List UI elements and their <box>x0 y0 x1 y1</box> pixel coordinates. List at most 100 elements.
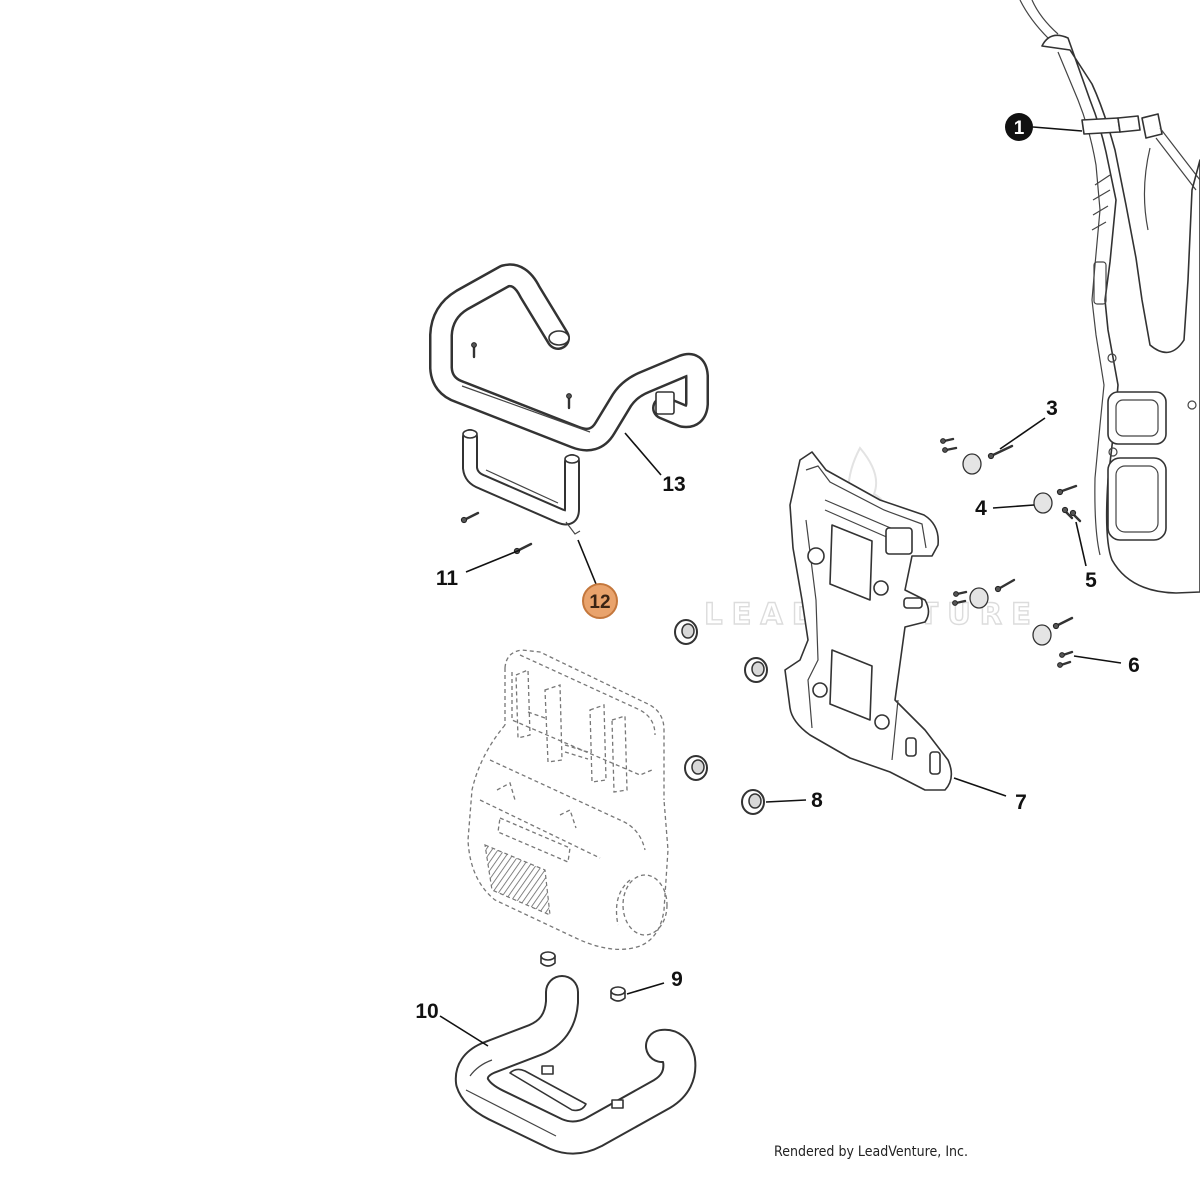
frame-window-lower <box>1107 457 1167 541</box>
screw-icon <box>942 446 958 453</box>
engine-mount-block <box>611 715 628 793</box>
frame-body <box>1041 34 1200 594</box>
base-slot <box>509 1068 587 1112</box>
engine-mount-block <box>515 669 531 739</box>
leader-line-1 <box>1032 126 1083 132</box>
frame-strap-top <box>1019 0 1059 39</box>
leader-line-3 <box>999 417 1046 450</box>
callout-7[interactable]: 7 <box>1015 791 1027 814</box>
screw-icon <box>1056 484 1078 496</box>
callout-1-badge[interactable] <box>1005 113 1033 141</box>
part-10-base <box>454 975 697 1155</box>
screw-icon <box>952 599 967 606</box>
frame-buckle <box>1081 113 1200 231</box>
leader-line-11 <box>465 549 521 573</box>
grommet <box>684 755 708 781</box>
callout-5[interactable]: 5 <box>1085 569 1097 592</box>
callout-3[interactable]: 3 <box>1046 397 1058 420</box>
handle-screw <box>471 342 477 359</box>
plate-window-upper <box>829 524 873 601</box>
callout-6[interactable]: 6 <box>1128 654 1140 677</box>
handle-end-block <box>655 391 675 415</box>
leader-line-6 <box>1073 655 1122 664</box>
grommet <box>744 657 768 683</box>
leader-line-10 <box>439 1015 489 1047</box>
callout-1[interactable]: 1 <box>1005 113 1033 141</box>
frame-slot <box>1093 261 1107 305</box>
leader-line-12 <box>577 539 597 585</box>
handle-inner-rail <box>461 385 591 433</box>
plate-body <box>784 451 953 791</box>
washer <box>1033 492 1053 514</box>
frame-hole <box>1108 447 1118 457</box>
leader-line-9 <box>626 982 665 995</box>
plate-tab <box>885 527 913 555</box>
base-edge-line <box>465 1059 557 1137</box>
callout-11[interactable]: 11 <box>436 567 459 590</box>
screw-icon <box>994 578 1016 593</box>
frame-window-upper <box>1107 391 1167 445</box>
plate-hole <box>812 682 828 698</box>
callout-12-label[interactable]: 12 <box>589 592 610 613</box>
render-credit: Rendered by LeadVenture, Inc. <box>774 1144 968 1160</box>
leader-line-8 <box>765 799 807 803</box>
part-8-grommets <box>674 619 768 815</box>
engine-grille <box>484 844 551 916</box>
frame-hole <box>1187 400 1197 410</box>
washer <box>1032 624 1052 646</box>
engine-starter-detail <box>615 879 631 926</box>
leader-line-4 <box>992 504 1035 509</box>
plate-slot <box>903 597 923 609</box>
engine-body <box>467 724 669 951</box>
engine-clip <box>496 782 577 829</box>
screw-icon <box>940 437 955 444</box>
plate-hole <box>873 580 889 596</box>
washer <box>962 453 982 475</box>
grommet <box>674 619 698 645</box>
callouts: 1 3 4 5 6 7 8 9 10 11 12 13 <box>415 113 1140 1023</box>
engine-logo-plate <box>497 817 571 863</box>
callout-10[interactable]: 10 <box>415 1000 438 1023</box>
screw-icon <box>513 542 533 555</box>
engine-cover-inner <box>511 654 656 776</box>
engine-phantom <box>467 649 669 951</box>
base-stud <box>541 1065 554 1075</box>
callout-9[interactable]: 9 <box>671 968 683 991</box>
foot-pad <box>540 951 556 967</box>
callout-8[interactable]: 8 <box>811 789 823 812</box>
part-1-frame <box>1019 0 1200 594</box>
bracket-tab <box>565 521 581 535</box>
bracket-fill <box>464 431 578 524</box>
frame-logo-stripes <box>1091 174 1111 231</box>
handle-screw <box>566 393 572 410</box>
engine-mount-detail <box>527 711 589 760</box>
screw-icon <box>1057 660 1072 668</box>
screw-icon <box>987 444 1014 460</box>
part-9-feet <box>540 951 626 1002</box>
engine-mount-block <box>589 704 607 783</box>
part-12-bracket <box>462 429 581 535</box>
hardware-washers <box>962 453 1053 646</box>
bracket-rail-detail <box>485 469 559 504</box>
plate-slot <box>929 751 941 775</box>
plate-inner-edge <box>805 465 927 761</box>
callout-4[interactable]: 4 <box>975 497 987 520</box>
callout-12[interactable]: 12 <box>582 583 618 619</box>
part-13-handle <box>429 263 709 452</box>
callout-13[interactable]: 13 <box>662 473 685 496</box>
engine-mount-block <box>544 684 563 763</box>
washer <box>969 587 989 609</box>
base-stud <box>611 1099 624 1109</box>
callout-1-label[interactable]: 1 <box>1014 118 1025 139</box>
screw-icon <box>953 590 968 597</box>
part-7-back-plate <box>784 451 953 791</box>
leader-line-13 <box>624 432 662 476</box>
bracket-post-cap <box>462 429 478 439</box>
frame-window-lower-inner <box>1115 465 1159 533</box>
plate-hole <box>874 714 890 730</box>
callout-12-badge[interactable] <box>582 583 618 619</box>
frame-hole <box>1107 353 1117 363</box>
engine-body-line <box>479 759 646 859</box>
leader-line-7 <box>953 777 1007 797</box>
